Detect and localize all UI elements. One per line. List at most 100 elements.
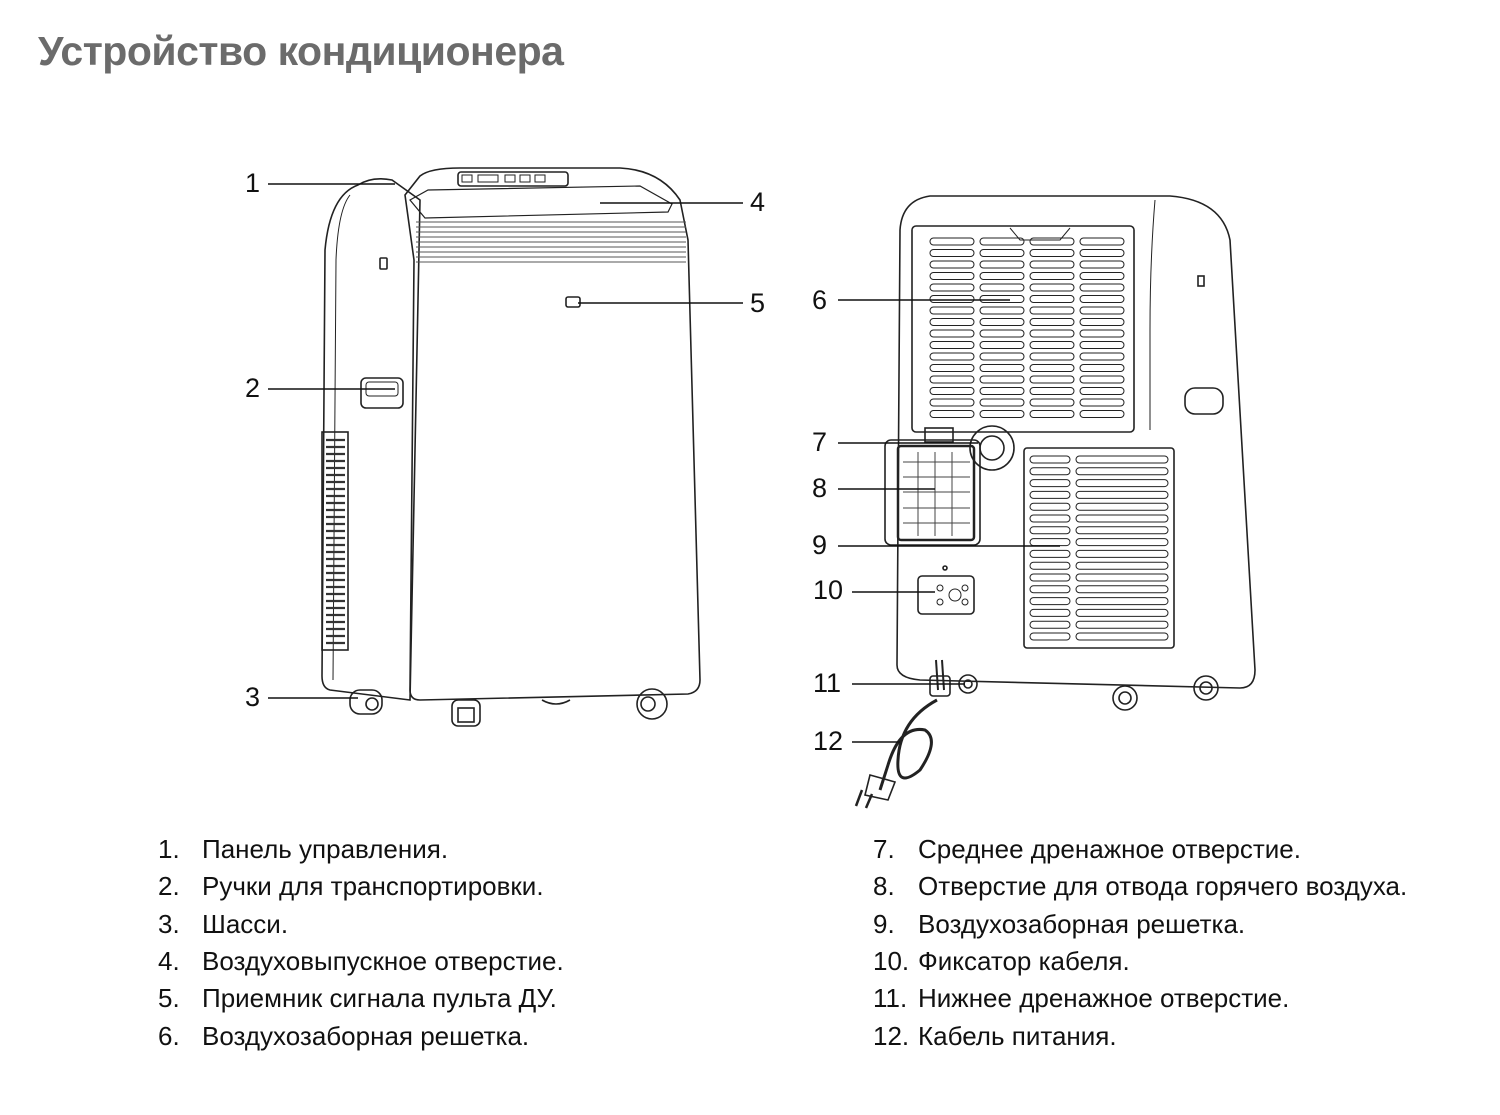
legend-number: 10. <box>873 946 910 977</box>
upper-intake-grille <box>929 237 1125 418</box>
callout-3: 3 <box>245 682 261 712</box>
legend-item: 1.Панель управления. <box>158 831 564 868</box>
legend-item: 4.Воздуховыпускное отверстие. <box>158 943 564 980</box>
callout-6: 6 <box>812 285 828 315</box>
grille-slot <box>929 387 975 395</box>
grille-slot <box>979 260 1025 269</box>
grille-slot <box>1075 455 1169 464</box>
legend-item: 12. Кабель питания. <box>873 1017 1407 1054</box>
grille-slot <box>979 410 1025 418</box>
legend-number: 8. <box>873 871 895 902</box>
grille-slot <box>1079 318 1125 326</box>
grille-slot <box>1075 526 1169 535</box>
legend-number: 12. <box>873 1020 910 1051</box>
legend-text: Воздухозаборная решетка. <box>202 1020 530 1051</box>
grille-slot <box>979 352 1025 361</box>
grille-slot <box>1075 467 1169 476</box>
side-grille-slats <box>326 438 345 645</box>
legend-text: Нижнее дренажное отверстие. <box>918 983 1290 1014</box>
grille-slot <box>929 364 975 372</box>
grille-slot <box>929 295 975 303</box>
grille-slot <box>979 306 1025 315</box>
legend-number: 7. <box>873 834 895 865</box>
grille-slot <box>1029 608 1071 617</box>
legend-text: Шасси. <box>202 908 289 939</box>
front-view-unit <box>321 167 701 727</box>
legend-text: Отверстие для отвода горячего воздуха. <box>918 871 1408 902</box>
grille-slot <box>1079 364 1125 372</box>
grille-slot <box>1029 526 1071 535</box>
callout-12: 12 <box>813 726 844 756</box>
grille-slot <box>1029 620 1071 629</box>
grille-slot <box>1075 502 1169 511</box>
legend-text: Ручки для транспортировки. <box>202 871 544 902</box>
grille-slot <box>1075 632 1169 641</box>
grille-slot <box>929 352 975 361</box>
front-unit-face <box>404 167 701 701</box>
grille-slot <box>1029 561 1071 570</box>
grille-slot <box>1029 341 1075 349</box>
back-unit-body <box>896 195 1256 689</box>
legend-text: Приемник сигнала пульта ДУ. <box>202 983 557 1014</box>
grille-slot <box>1029 237 1075 246</box>
legend-item: 7. Среднее дренажное отверстие. <box>873 831 1407 868</box>
legend-text: Среднее дренажное отверстие. <box>918 834 1301 865</box>
grille-slot <box>1029 398 1075 407</box>
legend-number: 11. <box>873 983 908 1014</box>
grille-slot <box>1029 455 1071 464</box>
grille-slot <box>1079 387 1125 395</box>
grille-slot <box>1079 329 1125 338</box>
power-plug <box>864 774 897 801</box>
hot-air-outlet <box>896 444 976 542</box>
grille-slot <box>929 318 975 326</box>
legend-text: Воздуховыпускное отверстие. <box>202 946 564 977</box>
middle-drain <box>969 425 1015 471</box>
grille-slot <box>1029 249 1075 257</box>
grille-slot <box>1029 490 1071 499</box>
grille-slot <box>929 398 975 407</box>
grille-slot <box>1075 597 1169 606</box>
callout-11: 11 <box>813 668 842 698</box>
grille-slot <box>929 329 975 338</box>
legend-item: 8. Отверстие для отвода горячего воздуха. <box>873 868 1407 905</box>
legend-number: 1. <box>158 834 180 865</box>
back-handle <box>1184 387 1224 415</box>
grille-slot <box>1029 283 1075 292</box>
grille-slot <box>929 283 975 292</box>
grille-slot <box>1029 352 1075 361</box>
grille-slot <box>1029 502 1071 511</box>
grille-slot <box>1075 608 1169 617</box>
grille-slot <box>1075 620 1169 629</box>
callout-9: 9 <box>812 530 828 560</box>
air-outlet-panel <box>409 185 673 219</box>
grille-slot <box>1079 352 1125 361</box>
grille-slot <box>1029 514 1071 523</box>
grille-slot <box>1075 585 1169 594</box>
legend-item: 2. Ручки для транспортировки. <box>158 868 564 905</box>
back-wheel <box>1112 685 1138 711</box>
hot-air-outlet-grid <box>903 452 970 536</box>
remote-receiver <box>565 296 581 308</box>
grille-slot <box>979 272 1025 280</box>
front-louvers <box>416 221 686 263</box>
handle <box>360 377 404 409</box>
callout-10: 10 <box>813 575 844 605</box>
grille-slot <box>1079 375 1125 384</box>
grille-slot <box>1029 597 1071 606</box>
grille-slot <box>979 329 1025 338</box>
grille-slot <box>1079 260 1125 269</box>
grille-slot <box>929 272 975 280</box>
grille-slot <box>1029 364 1075 372</box>
legend-number: 2. <box>158 871 180 902</box>
grille-slot <box>1079 237 1125 246</box>
legend-text: Фиксатор кабеля. <box>918 946 1130 977</box>
upper-intake-grille-frame <box>911 225 1135 433</box>
grille-slot <box>1079 341 1125 349</box>
grille-slot <box>1029 410 1075 418</box>
grille-slot <box>1029 272 1075 280</box>
grille-slot <box>929 249 975 257</box>
grille-slot <box>1075 549 1169 558</box>
grille-slot <box>1029 632 1071 641</box>
hot-air-outlet-frame <box>884 439 981 546</box>
legend-text: Кабель питания. <box>918 1020 1117 1051</box>
